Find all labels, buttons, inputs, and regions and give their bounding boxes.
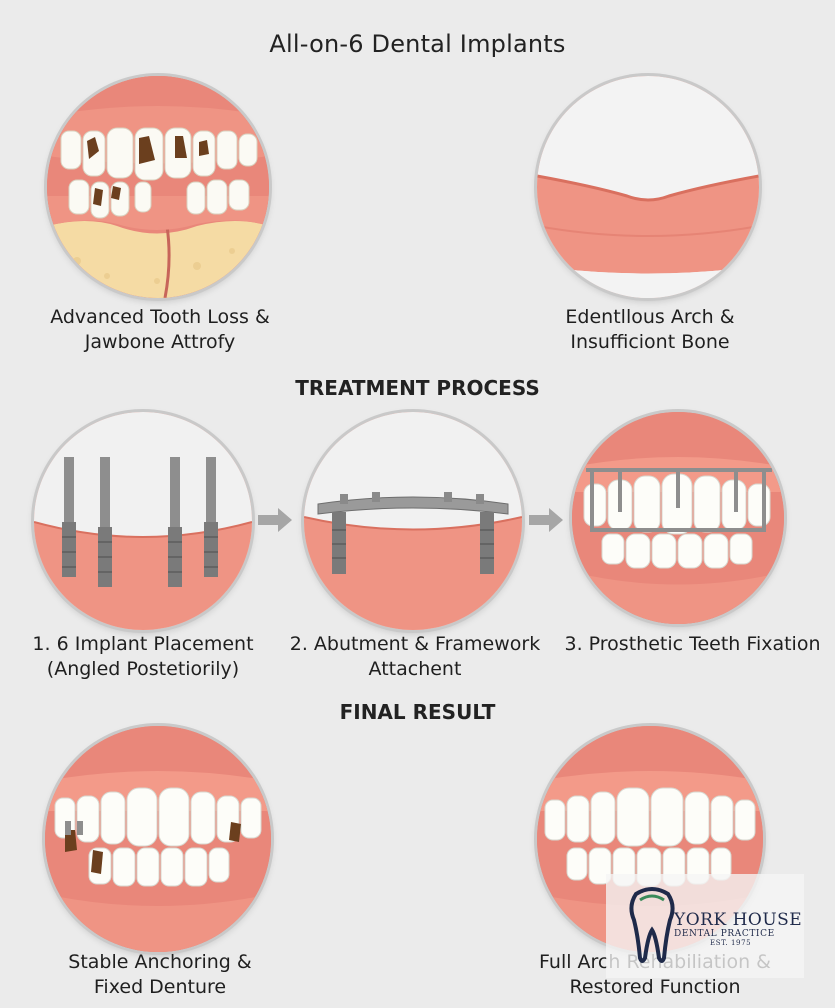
decayed-teeth-illustration — [47, 76, 269, 298]
framework-bar-illustration — [304, 412, 522, 630]
logo-name: YORK HOUSE — [674, 910, 803, 930]
implant-posts-illustration — [34, 412, 252, 630]
tooth-logo-icon — [629, 887, 675, 963]
logo-subtitle: DENTAL PRACTICE — [674, 929, 775, 939]
right-arrow-icon — [258, 508, 292, 532]
partial-teeth-illustration — [45, 726, 271, 952]
step-3-caption: 3. Prosthetic Teeth Fixation — [564, 633, 821, 655]
problem-left-caption: Advanced Tooth Loss & Jawbone Attrofy — [50, 306, 270, 353]
page-title: All-on-6 Dental Implants — [269, 30, 566, 58]
final-result-heading: FINAL RESULT — [339, 700, 496, 724]
practice-logo: YORK HOUSE DENTAL PRACTICE EST. 1975 — [606, 874, 804, 978]
problem-right-caption: Edentllous Arch & Insufficiont Bone — [565, 306, 735, 353]
step-2-caption: 2. Abutment & Framework Attachent — [289, 633, 541, 680]
logo-est: EST. 1975 — [710, 939, 752, 947]
prosthetic-teeth-illustration — [572, 412, 784, 624]
step-1-caption: 1. 6 Implant Placement (Angled Postetior… — [32, 633, 254, 680]
result-left-caption: Stable Anchoring & Fixed Denture — [68, 951, 252, 998]
treatment-process-heading: TREATMENT PROCESS — [295, 376, 540, 400]
right-arrow-icon — [529, 508, 563, 532]
edentulous-arch-illustration — [537, 76, 759, 298]
